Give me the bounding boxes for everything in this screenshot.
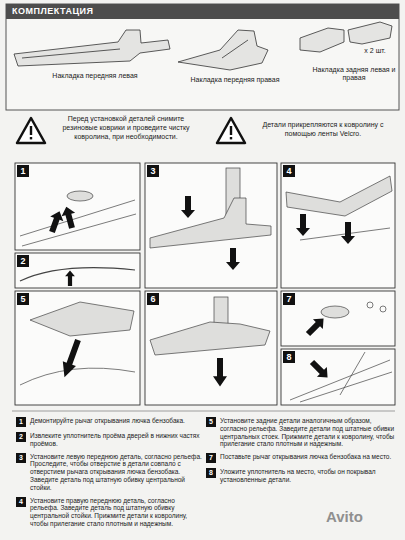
sketch-path bbox=[340, 352, 365, 395]
section-heading: КОМПЛЕКТАЦИЯ bbox=[12, 5, 93, 17]
sketch-path bbox=[22, 214, 136, 246]
sketch-ellipse bbox=[321, 306, 349, 318]
sketch-use bbox=[296, 214, 310, 236]
step-number: 3 bbox=[147, 165, 159, 177]
sketch-use bbox=[181, 196, 195, 218]
sketch-use bbox=[60, 205, 79, 230]
sketch-path bbox=[286, 176, 392, 216]
step-sketches bbox=[20, 168, 392, 402]
step-text: Поставьте рычаг открывания лючка бензоба… bbox=[220, 453, 396, 461]
step-text: Установите левую переднюю деталь, соглас… bbox=[30, 453, 204, 492]
step-number: 6 bbox=[147, 293, 159, 305]
sketch-path bbox=[178, 30, 268, 70]
sketch-rect bbox=[281, 163, 395, 288]
sketch-use bbox=[45, 209, 66, 234]
sketch-rect bbox=[281, 349, 395, 405]
sketch-rect bbox=[145, 163, 277, 288]
step-number: 8 bbox=[283, 351, 295, 363]
sketch-use bbox=[307, 357, 332, 382]
step-number: 5 bbox=[17, 293, 29, 305]
warning-note: Перед установкой деталей снимите резинов… bbox=[50, 115, 202, 141]
step-number: 7 bbox=[206, 453, 216, 463]
sketch-use bbox=[341, 222, 355, 244]
part-caption: Накладка передняя правая bbox=[188, 76, 282, 84]
sketch-rect bbox=[230, 137, 232, 139]
sketch-rect bbox=[230, 126, 232, 135]
sketch-path bbox=[20, 368, 135, 385]
sketch-rect bbox=[15, 291, 140, 405]
sketch-path bbox=[150, 198, 271, 248]
sketch-path bbox=[348, 22, 392, 44]
watermark: Avito bbox=[326, 508, 363, 525]
separator-line bbox=[12, 411, 395, 412]
step-number: 2 bbox=[17, 255, 29, 267]
header-band bbox=[6, 4, 399, 19]
sketch-circle bbox=[367, 302, 373, 308]
sketch-path bbox=[290, 360, 390, 400]
sketch-path bbox=[222, 40, 248, 58]
sketch-use bbox=[58, 338, 85, 380]
step-number: 3 bbox=[16, 453, 26, 463]
step-number: 5 bbox=[206, 417, 216, 427]
sketch-path bbox=[150, 322, 270, 355]
sketch-path bbox=[17, 118, 45, 143]
step-text: Демонтируйте рычаг открывания лючка бенз… bbox=[30, 417, 204, 425]
quantity-note: x 2 шт. bbox=[354, 47, 396, 55]
sketch-path bbox=[14, 30, 170, 66]
step-number: 2 bbox=[16, 432, 26, 442]
step-number: 1 bbox=[17, 165, 29, 177]
kit-frame bbox=[6, 4, 399, 110]
part-caption: Накладка задняя левая и правая bbox=[310, 66, 398, 83]
sketch-use bbox=[65, 271, 75, 286]
step-text: Извлеките уплотнитель проёма дверей в ни… bbox=[30, 432, 204, 448]
sketch-path bbox=[22, 49, 120, 58]
sketch-rect bbox=[145, 291, 277, 405]
sketch-use bbox=[213, 358, 227, 387]
sketch-ellipse bbox=[67, 191, 93, 201]
sketch-use bbox=[303, 313, 328, 338]
sketch-path bbox=[300, 28, 344, 52]
part-caption: Накладка передняя левая bbox=[40, 72, 150, 80]
sketch-path bbox=[217, 118, 245, 143]
step-text: Установите задние детали аналогичным обр… bbox=[220, 417, 396, 448]
step-number: 1 bbox=[16, 417, 26, 427]
step-number: 8 bbox=[206, 468, 216, 478]
sketch-rect bbox=[15, 253, 140, 288]
step-number: 4 bbox=[283, 165, 295, 177]
step-panels bbox=[15, 163, 395, 405]
sketch-path bbox=[30, 302, 134, 336]
sketch-rect bbox=[15, 163, 140, 250]
sketch-path bbox=[300, 372, 392, 402]
step-number: 7 bbox=[283, 293, 295, 305]
sketch-rect bbox=[30, 126, 32, 135]
step-arrows bbox=[45, 196, 355, 387]
sketch-rect bbox=[281, 291, 395, 346]
sketch-path bbox=[20, 268, 135, 281]
sketch-rect bbox=[30, 137, 32, 139]
sketch-circle bbox=[380, 306, 386, 312]
part-drawings bbox=[14, 22, 392, 70]
warning-note: Детали прикрепляются к ковролину с помощ… bbox=[250, 121, 396, 139]
step-text: Уложите уплотнитель на место, чтобы он п… bbox=[220, 468, 396, 484]
step-text: Установите правую переднюю деталь, согла… bbox=[30, 497, 204, 528]
step-number: 4 bbox=[16, 497, 26, 507]
sketch-use bbox=[226, 248, 240, 270]
